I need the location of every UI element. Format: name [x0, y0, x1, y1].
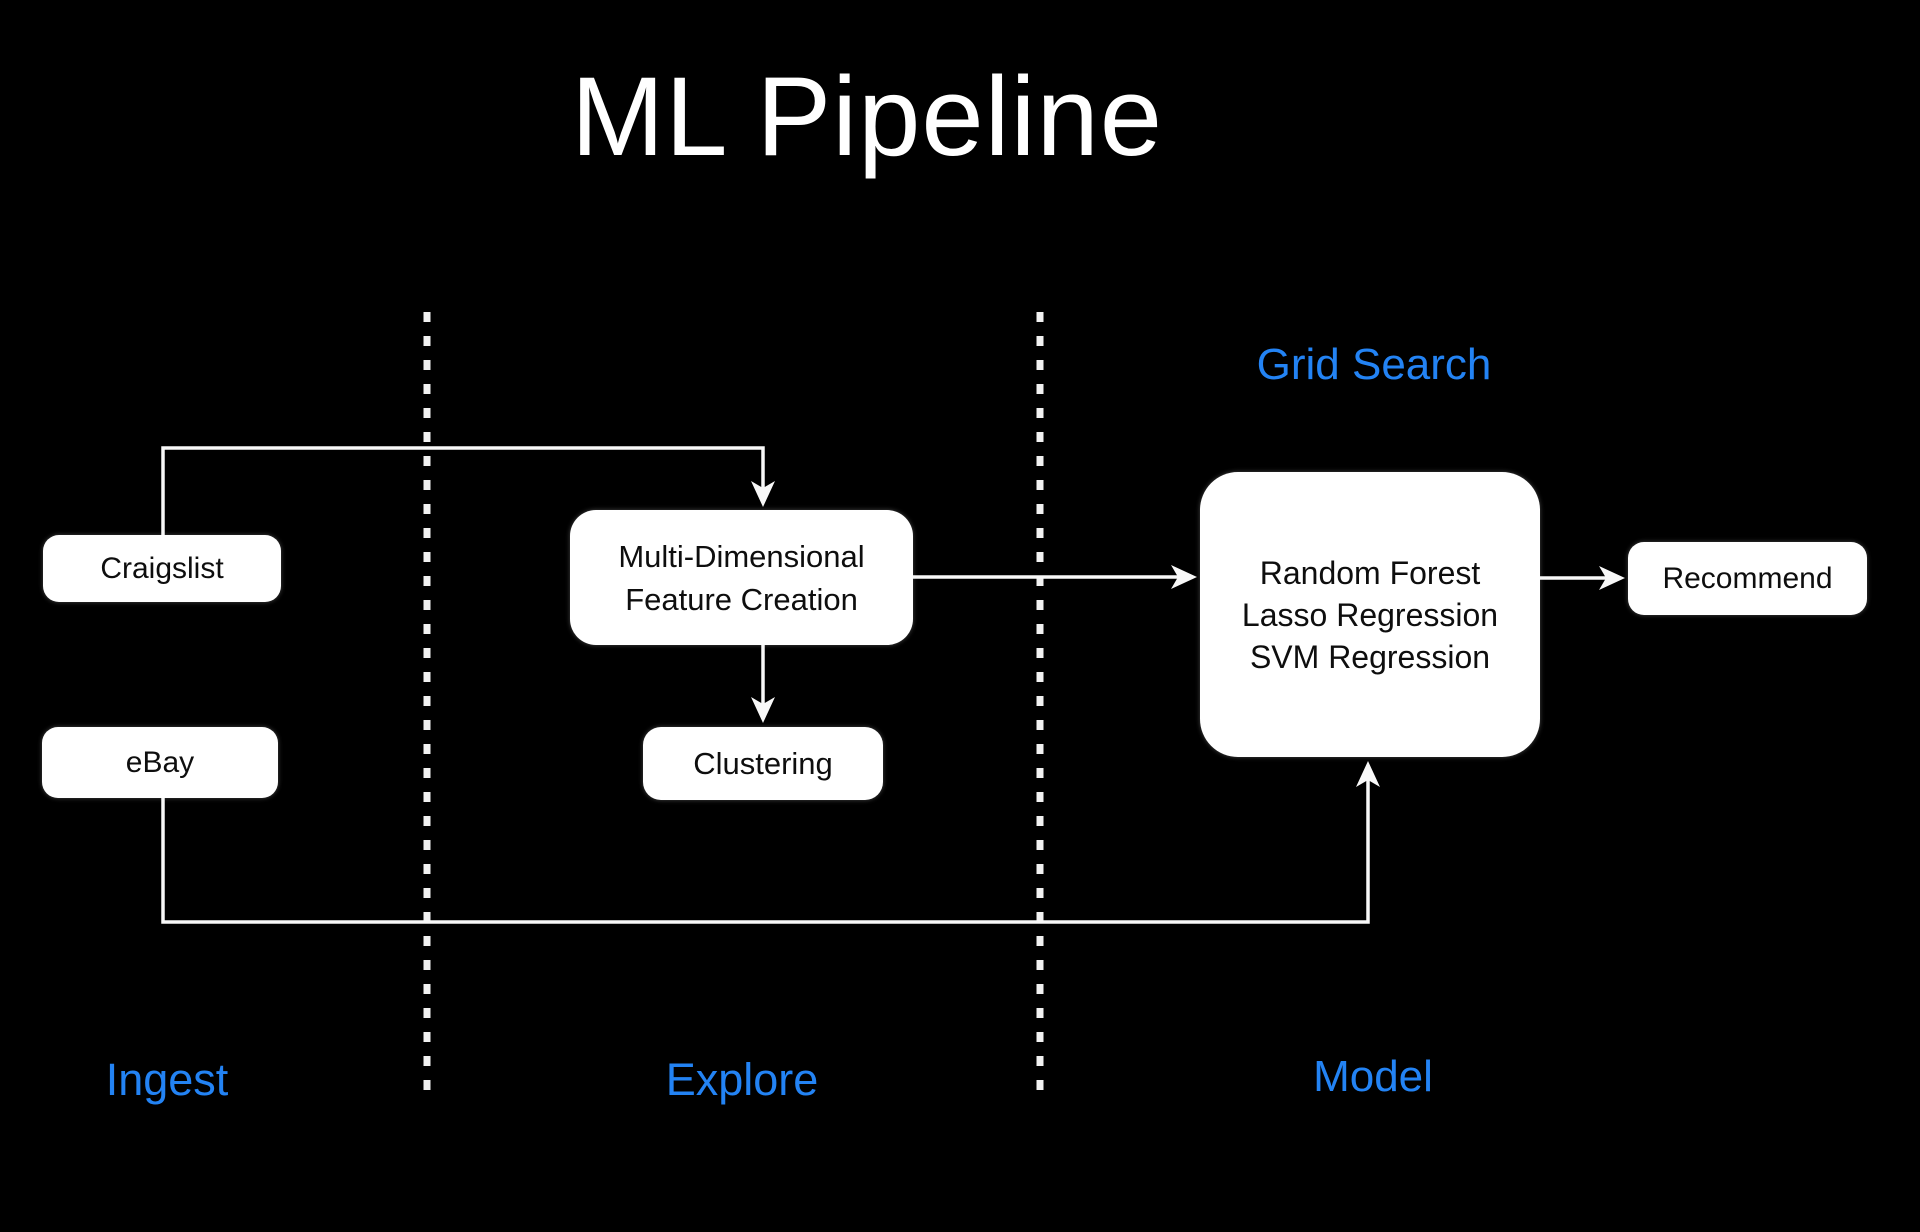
node-models-line3: SVM Regression — [1249, 638, 1491, 675]
stage-label-ingest: Ingest — [105, 1054, 229, 1105]
node-feature-creation-line2: Feature Creation — [625, 581, 858, 617]
arrowhead-into-clustering — [751, 697, 775, 723]
node-models-line2: Lasso Regression — [1241, 596, 1499, 633]
connector-craigslist-to-feature-creation — [161, 446, 765, 535]
node-craigslist-label: Craigslist — [100, 551, 224, 585]
node-ebay: eBay — [42, 727, 278, 798]
annotation-grid-search: Grid Search — [1256, 340, 1492, 389]
arrowhead-into-recommend — [1599, 566, 1625, 590]
arrowhead-into-models-left — [1171, 565, 1197, 589]
slide-title: ML Pipeline — [570, 54, 1164, 179]
node-recommend-label: Recommend — [1662, 561, 1833, 595]
node-clustering-label: Clustering — [693, 745, 833, 781]
stage-label-explore: Explore — [665, 1054, 819, 1105]
arrowhead-into-feature-creation — [751, 481, 775, 507]
node-models-line1: Random Forest — [1259, 554, 1481, 591]
stage-label-model: Model — [1313, 1052, 1433, 1101]
node-feature-creation: Multi-Dimensional Feature Creation — [570, 510, 913, 645]
connector-ebay-to-models — [161, 776, 1370, 924]
node-craigslist: Craigslist — [43, 535, 281, 602]
node-feature-creation-line1: Multi-Dimensional — [618, 538, 865, 574]
node-clustering: Clustering — [643, 727, 883, 800]
arrowhead-into-models-bottom — [1356, 761, 1380, 787]
node-ebay-label: eBay — [125, 745, 195, 779]
node-models: Random Forest Lasso Regression SVM Regre… — [1200, 472, 1540, 757]
node-recommend: Recommend — [1628, 542, 1867, 615]
